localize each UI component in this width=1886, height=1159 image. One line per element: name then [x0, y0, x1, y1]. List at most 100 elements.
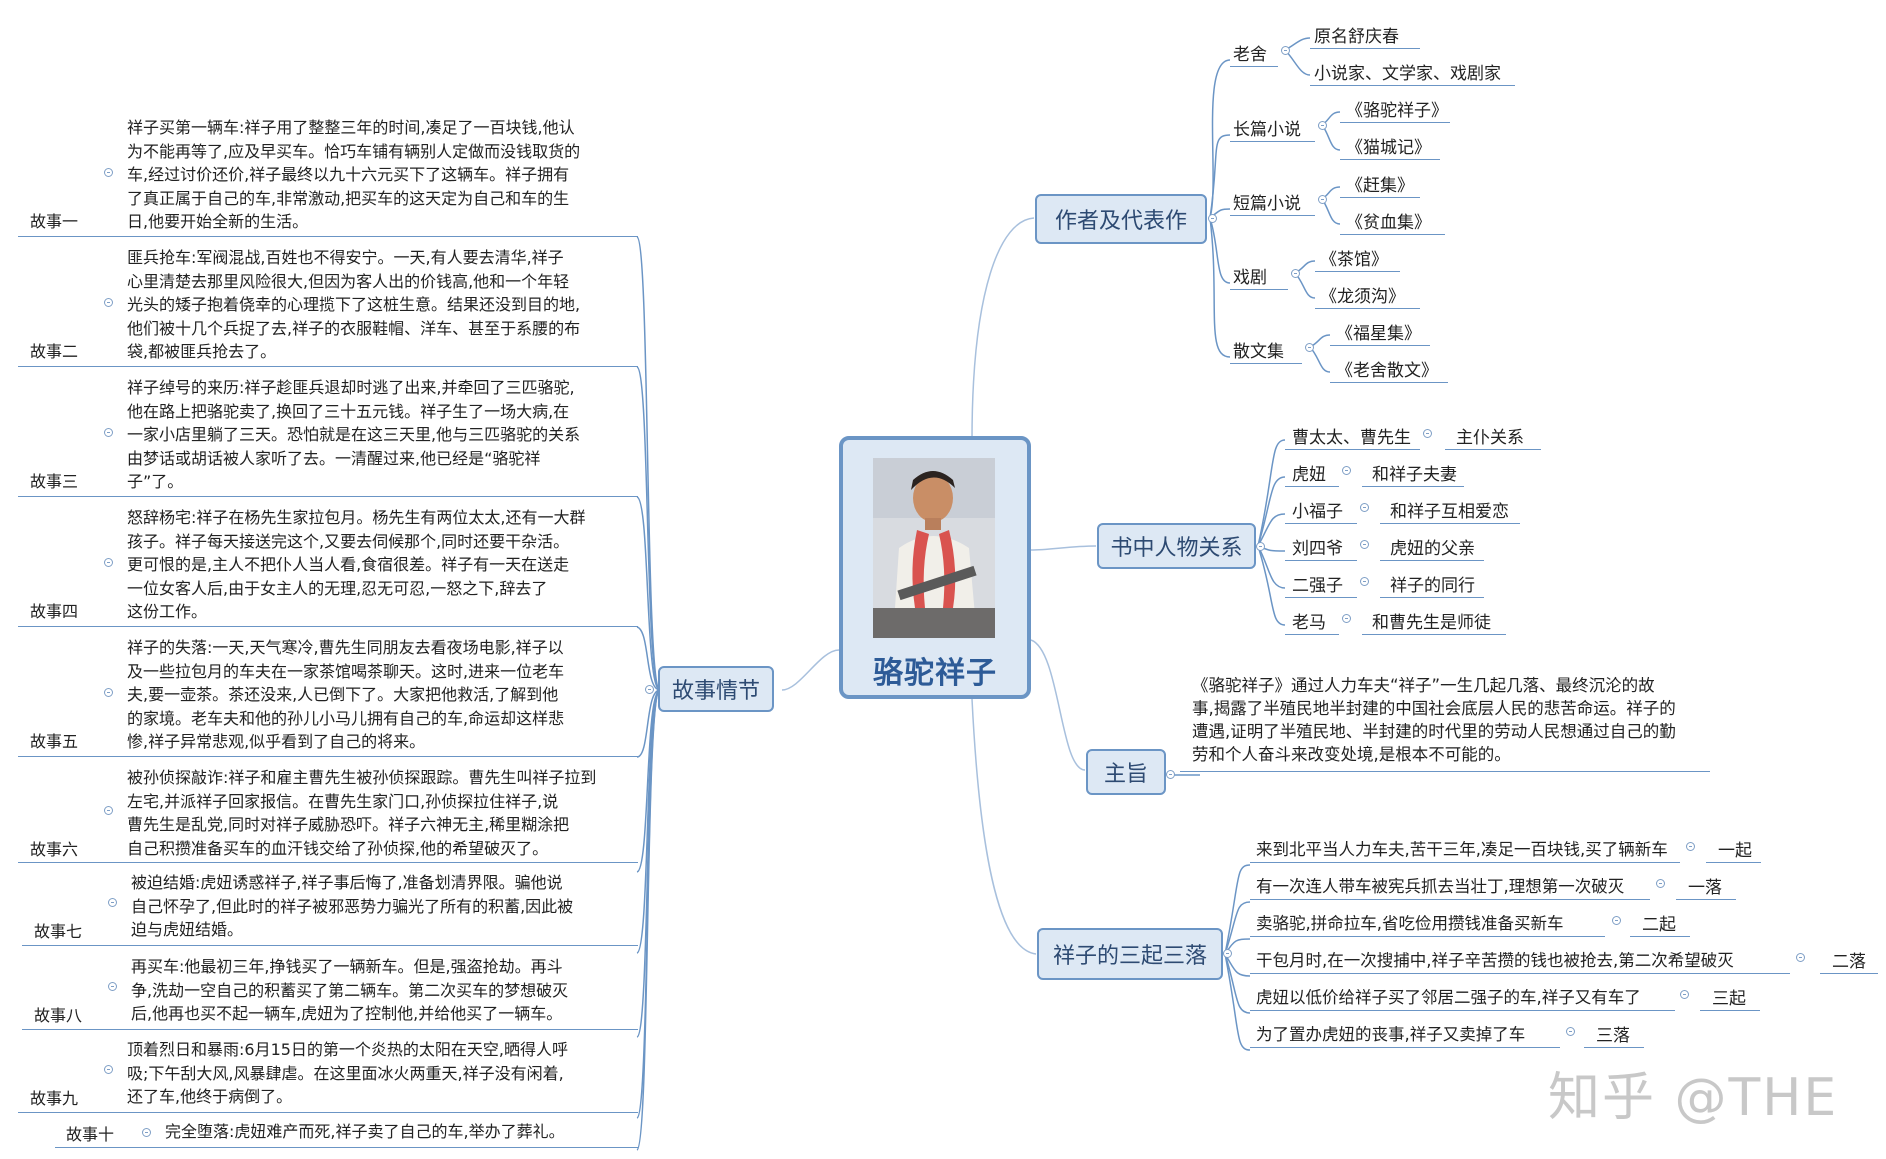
stage[interactable]: 三起 — [1712, 989, 1746, 1009]
branch-plot[interactable]: 故事情节 — [658, 666, 774, 712]
collapse-toggle-characters[interactable] — [1256, 542, 1265, 551]
story-text: 祥子绰号的来历:祥子趁匪兵退却时逃了出来,并牵回了三匹骆驼, 他在路上把骆驼卖了… — [127, 378, 581, 491]
story-label[interactable]: 故事二 — [30, 342, 79, 361]
central-topic[interactable]: 骆驼祥子 — [839, 436, 1031, 699]
author-leaf[interactable]: 《赶集》 — [1346, 176, 1414, 196]
character-name[interactable]: 刘四爷 — [1292, 539, 1343, 559]
collapse-toggle[interactable] — [104, 558, 113, 567]
author-name[interactable]: 老舍 — [1233, 45, 1267, 65]
event[interactable]: 为了置办虎妞的丧事,祥子又卖掉了车 — [1256, 1025, 1526, 1044]
collapse-toggle[interactable] — [1423, 429, 1432, 438]
character-name[interactable]: 小福子 — [1292, 502, 1343, 522]
branch-author[interactable]: 作者及代表作 — [1035, 194, 1207, 244]
character-name[interactable]: 虎妞 — [1292, 465, 1326, 485]
collapse-toggle[interactable] — [104, 806, 113, 815]
stage[interactable]: 二落 — [1832, 952, 1866, 972]
author-leaf[interactable]: 《福星集》 — [1336, 324, 1421, 344]
character-name[interactable]: 二强子 — [1292, 576, 1343, 596]
collapse-toggle-ups-downs[interactable] — [1223, 949, 1232, 958]
collapse-toggle[interactable] — [1342, 614, 1351, 623]
event[interactable]: 有一次连人带车被宪兵抓去当壮丁,理想第一次破灭 — [1256, 877, 1625, 896]
xiangzi-portrait-image — [873, 458, 995, 638]
collapse-toggle[interactable] — [1656, 879, 1665, 888]
story-label[interactable]: 故事四 — [30, 602, 79, 621]
character-relation[interactable]: 虎妞的父亲 — [1390, 539, 1475, 559]
story-text: 完全堕落:虎妞难产而死,祥子卖了自己的车,举办了葬礼。 — [165, 1122, 565, 1141]
collapse-toggle[interactable] — [1281, 46, 1290, 55]
story-label[interactable]: 故事六 — [30, 840, 79, 859]
collapse-toggle[interactable] — [104, 688, 113, 697]
branch-ups-downs[interactable]: 祥子的三起三落 — [1037, 928, 1223, 980]
collapse-toggle[interactable] — [1342, 466, 1351, 475]
character-relation[interactable]: 祥子的同行 — [1390, 576, 1475, 596]
story-label[interactable]: 故事一 — [30, 212, 79, 231]
collapse-toggle[interactable] — [1291, 269, 1300, 278]
collapse-toggle-plot[interactable] — [645, 685, 654, 694]
character-name[interactable]: 曹太太、曹先生 — [1292, 428, 1411, 448]
stage[interactable]: 三落 — [1596, 1026, 1630, 1046]
story-text: 顶着烈日和暴雨:6月15日的第一个炎热的太阳在天空,晒得人呼 吸;下午刮大风,风… — [127, 1040, 569, 1106]
collapse-toggle[interactable] — [104, 1065, 113, 1074]
character-relation[interactable]: 和祥子互相爱恋 — [1390, 502, 1509, 522]
collapse-toggle[interactable] — [1360, 540, 1369, 549]
collapse-toggle[interactable] — [1796, 953, 1805, 962]
author-leaf[interactable]: 小说家、文学家、戏剧家 — [1314, 64, 1501, 84]
stage[interactable]: 二起 — [1642, 915, 1676, 935]
author-essays[interactable]: 散文集 — [1233, 342, 1284, 362]
author-novels[interactable]: 长篇小说 — [1233, 120, 1301, 140]
collapse-toggle[interactable] — [142, 1128, 151, 1137]
collapse-toggle[interactable] — [1305, 343, 1314, 352]
story-label[interactable]: 故事七 — [34, 922, 83, 941]
character-relation[interactable]: 和祥子夫妻 — [1372, 465, 1457, 485]
collapse-toggle[interactable] — [1318, 121, 1327, 130]
story-label[interactable]: 故事五 — [30, 732, 79, 751]
story-label[interactable]: 故事九 — [30, 1089, 79, 1108]
event[interactable]: 卖骆驼,拼命拉车,省吃俭用攒钱准备买新车 — [1256, 914, 1564, 933]
collapse-toggle[interactable] — [104, 298, 113, 307]
story-label[interactable]: 故事八 — [34, 1006, 83, 1025]
author-drama[interactable]: 戏剧 — [1233, 268, 1267, 288]
collapse-toggle[interactable] — [1686, 842, 1695, 851]
author-leaf[interactable]: 原名舒庆春 — [1314, 27, 1399, 47]
portrait-illustration — [873, 458, 995, 638]
stage[interactable]: 一落 — [1688, 878, 1722, 898]
stage[interactable]: 一起 — [1718, 841, 1752, 861]
central-title: 骆驼祥子 — [873, 656, 997, 691]
story-text: 再买车:他最初三年,挣钱买了一辆新车。但是,强盗抢劫。再斗 争,洗劫一空自己的积… — [131, 957, 569, 1023]
event[interactable]: 虎妞以低价给祥子买了邻居二强子的车,祥子又有车了 — [1256, 988, 1641, 1007]
story-text: 怒辞杨宅:祥子在杨先生家拉包月。杨先生有两位太太,还有一大群 孩子。祥子每天接送… — [127, 508, 586, 621]
collapse-toggle[interactable] — [108, 898, 117, 907]
collapse-toggle[interactable] — [108, 982, 117, 991]
author-leaf[interactable]: 《老舍散文》 — [1336, 361, 1438, 381]
story-label[interactable]: 故事十 — [66, 1125, 115, 1144]
author-leaf[interactable]: 《龙须沟》 — [1320, 287, 1405, 307]
character-relation[interactable]: 主仆关系 — [1456, 428, 1524, 448]
collapse-toggle-author[interactable] — [1208, 214, 1217, 223]
collapse-toggle[interactable] — [1360, 577, 1369, 586]
author-short-stories[interactable]: 短篇小说 — [1233, 194, 1301, 214]
story-text: 匪兵抢车:军阀混战,百姓也不得安宁。一天,有人要去清华,祥子 心里清楚去那里风险… — [127, 248, 581, 361]
collapse-toggle-theme[interactable] — [1166, 770, 1175, 779]
theme-line: 劳和个人奋斗来改变处境,是根本不可能的。 — [1192, 745, 1511, 764]
event[interactable]: 干包月时,在一次搜捕中,祥子辛苦攒的钱也被抢去,第二次希望破灭 — [1256, 951, 1734, 970]
collapse-toggle[interactable] — [1680, 990, 1689, 999]
branch-theme[interactable]: 主旨 — [1086, 749, 1166, 795]
collapse-toggle[interactable] — [104, 168, 113, 177]
author-leaf[interactable]: 《贫血集》 — [1346, 213, 1431, 233]
collapse-toggle[interactable] — [1318, 195, 1327, 204]
event[interactable]: 来到北平当人力车夫,苦干三年,凑足一百块钱,买了辆新车 — [1256, 840, 1668, 859]
author-leaf[interactable]: 《茶馆》 — [1320, 250, 1388, 270]
author-leaf[interactable]: 《猫城记》 — [1346, 138, 1431, 158]
character-name[interactable]: 老马 — [1292, 613, 1326, 633]
character-relation[interactable]: 和曹先生是师徒 — [1372, 613, 1491, 633]
theme-line: 遭遇,证明了半殖民地、半封建的时代里的劳动人民想通过自己的勤 — [1192, 722, 1676, 741]
collapse-toggle[interactable] — [1360, 503, 1369, 512]
story-label[interactable]: 故事三 — [30, 472, 79, 491]
collapse-toggle[interactable] — [1612, 916, 1621, 925]
collapse-toggle[interactable] — [104, 428, 113, 437]
collapse-toggle[interactable] — [1566, 1027, 1575, 1036]
story-text: 祥子买第一辆车:祥子用了整整三年的时间,凑足了一百块钱,他认 为不能再等了,应及… — [127, 118, 581, 231]
branch-characters[interactable]: 书中人物关系 — [1097, 523, 1256, 569]
author-leaf[interactable]: 《骆驼祥子》 — [1346, 101, 1448, 121]
